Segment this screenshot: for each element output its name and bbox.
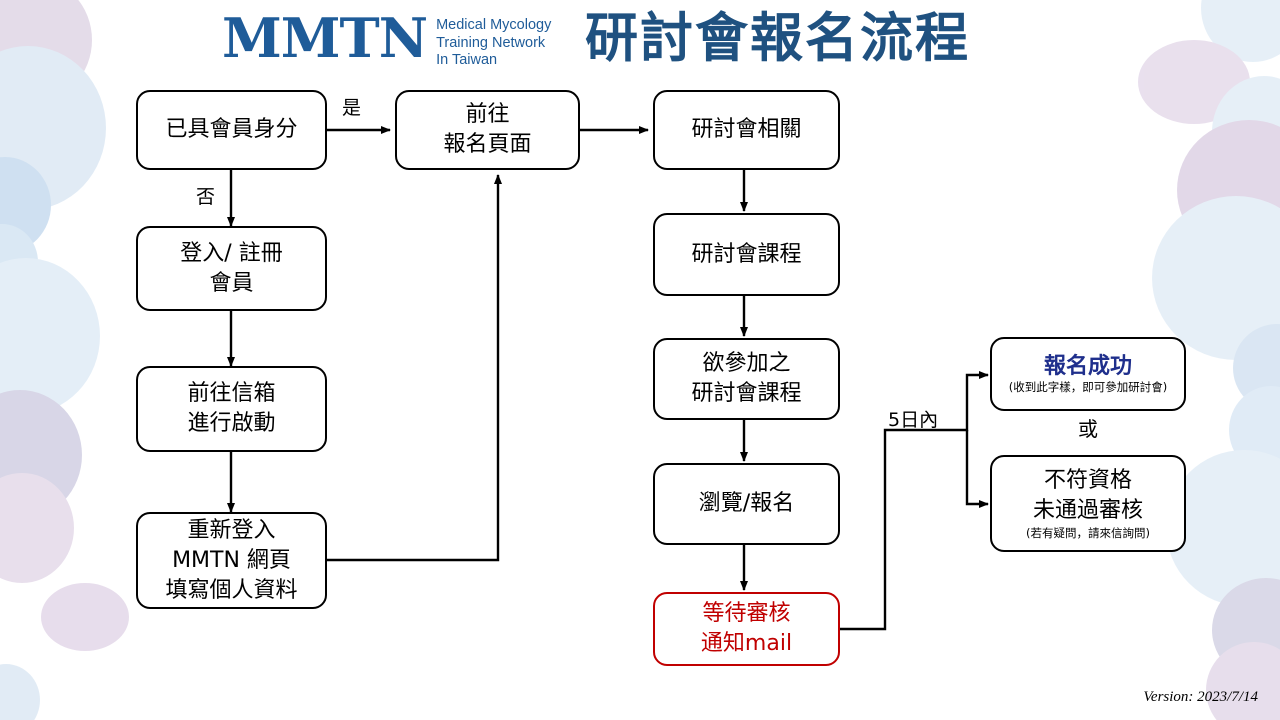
node-relogin-line-2: MMTN 網頁 (172, 547, 291, 573)
node-relogin-line-1: 重新登入 (187, 517, 276, 543)
node-browse-signup-line-1: 瀏覽/報名 (698, 491, 795, 516)
logo-wordmark: MMTN (222, 6, 428, 70)
node-goto-mailbox-line-1: 前往信箱 (187, 381, 276, 406)
node-await-review[interactable]: 等待審核 通知mail (653, 592, 840, 666)
node-login-register-line-2: 會員 (209, 270, 254, 296)
logo-subtitle: Medical Mycology Training Network In Tai… (436, 17, 551, 70)
header: MMTN Medical Mycology Training Network I… (0, 0, 1280, 82)
edge-label-or: 或 (1078, 417, 1098, 441)
node-success-note: (收到此字樣，即可參加研討會) (1008, 380, 1168, 394)
node-seminar-related-line-1: 研討會相關 (691, 117, 802, 142)
node-browse-signup[interactable]: 瀏覽/報名 (653, 463, 840, 545)
node-await-review-line-1: 等待審核 (702, 601, 791, 626)
node-seminar-related[interactable]: 研討會相關 (653, 90, 840, 170)
mmtn-logo: MMTN Medical Mycology Training Network I… (222, 8, 551, 70)
node-goto-signup-line-1: 前往 (465, 102, 510, 127)
node-signup-success[interactable]: 報名成功 (收到此字樣，即可參加研討會) (990, 337, 1186, 411)
node-goto-signup-page[interactable]: 前往 報名頁面 (395, 90, 580, 170)
node-member-check[interactable]: 已具會員身分 (136, 90, 327, 170)
node-goto-mailbox-line-2: 進行啟動 (187, 411, 276, 436)
node-login-register-line-1: 登入/ 註冊 (180, 240, 283, 266)
node-relogin-fill-profile[interactable]: 重新登入 MMTN 網頁 填寫個人資料 (136, 512, 327, 609)
page-title: 研討會報名流程 (585, 8, 970, 69)
edge-await-to-success (840, 371, 989, 631)
logo-subtitle-line-2: Training Network (436, 34, 546, 51)
edge-relogin-to-signup (327, 174, 502, 562)
node-seminar-course-line-1: 研討會課程 (691, 241, 802, 267)
logo-subtitle-line-3: In Taiwan (436, 52, 498, 68)
node-rejected-line-2: 未通過審核 (1032, 498, 1143, 523)
edge-await-to-rejected (965, 430, 989, 508)
node-await-review-line-2: 通知mail (700, 631, 793, 656)
node-member-check-line-1: 已具會員身分 (165, 117, 298, 142)
node-desired-course-line-2: 研討會課程 (691, 381, 802, 406)
version-label: Version: 2023/7/14 (1143, 689, 1258, 705)
edge-label-yes: 是 (342, 97, 362, 119)
edge-label-within-5-days: 5日內 (888, 409, 939, 431)
node-goto-signup-line-2: 報名頁面 (443, 132, 532, 157)
edge-label-no: 否 (196, 186, 216, 208)
node-login-register[interactable]: 登入/ 註冊 會員 (136, 226, 327, 311)
node-rejected-line-1: 不符資格 (1043, 468, 1132, 493)
node-seminar-course[interactable]: 研討會課程 (653, 213, 840, 296)
node-desired-course-line-1: 欲參加之 (702, 351, 791, 376)
node-success-title: 報名成功 (1043, 354, 1132, 379)
logo-subtitle-line-1: Medical Mycology (436, 17, 552, 33)
node-goto-mailbox[interactable]: 前往信箱 進行啟動 (136, 366, 327, 452)
node-desired-course[interactable]: 欲參加之 研討會課程 (653, 338, 840, 420)
node-rejected[interactable]: 不符資格 未通過審核 (若有疑問，請來信詢問) (990, 455, 1186, 552)
node-relogin-line-3: 填寫個人資料 (165, 577, 298, 603)
node-rejected-note: (若有疑問，請來信詢問) (1026, 526, 1150, 540)
